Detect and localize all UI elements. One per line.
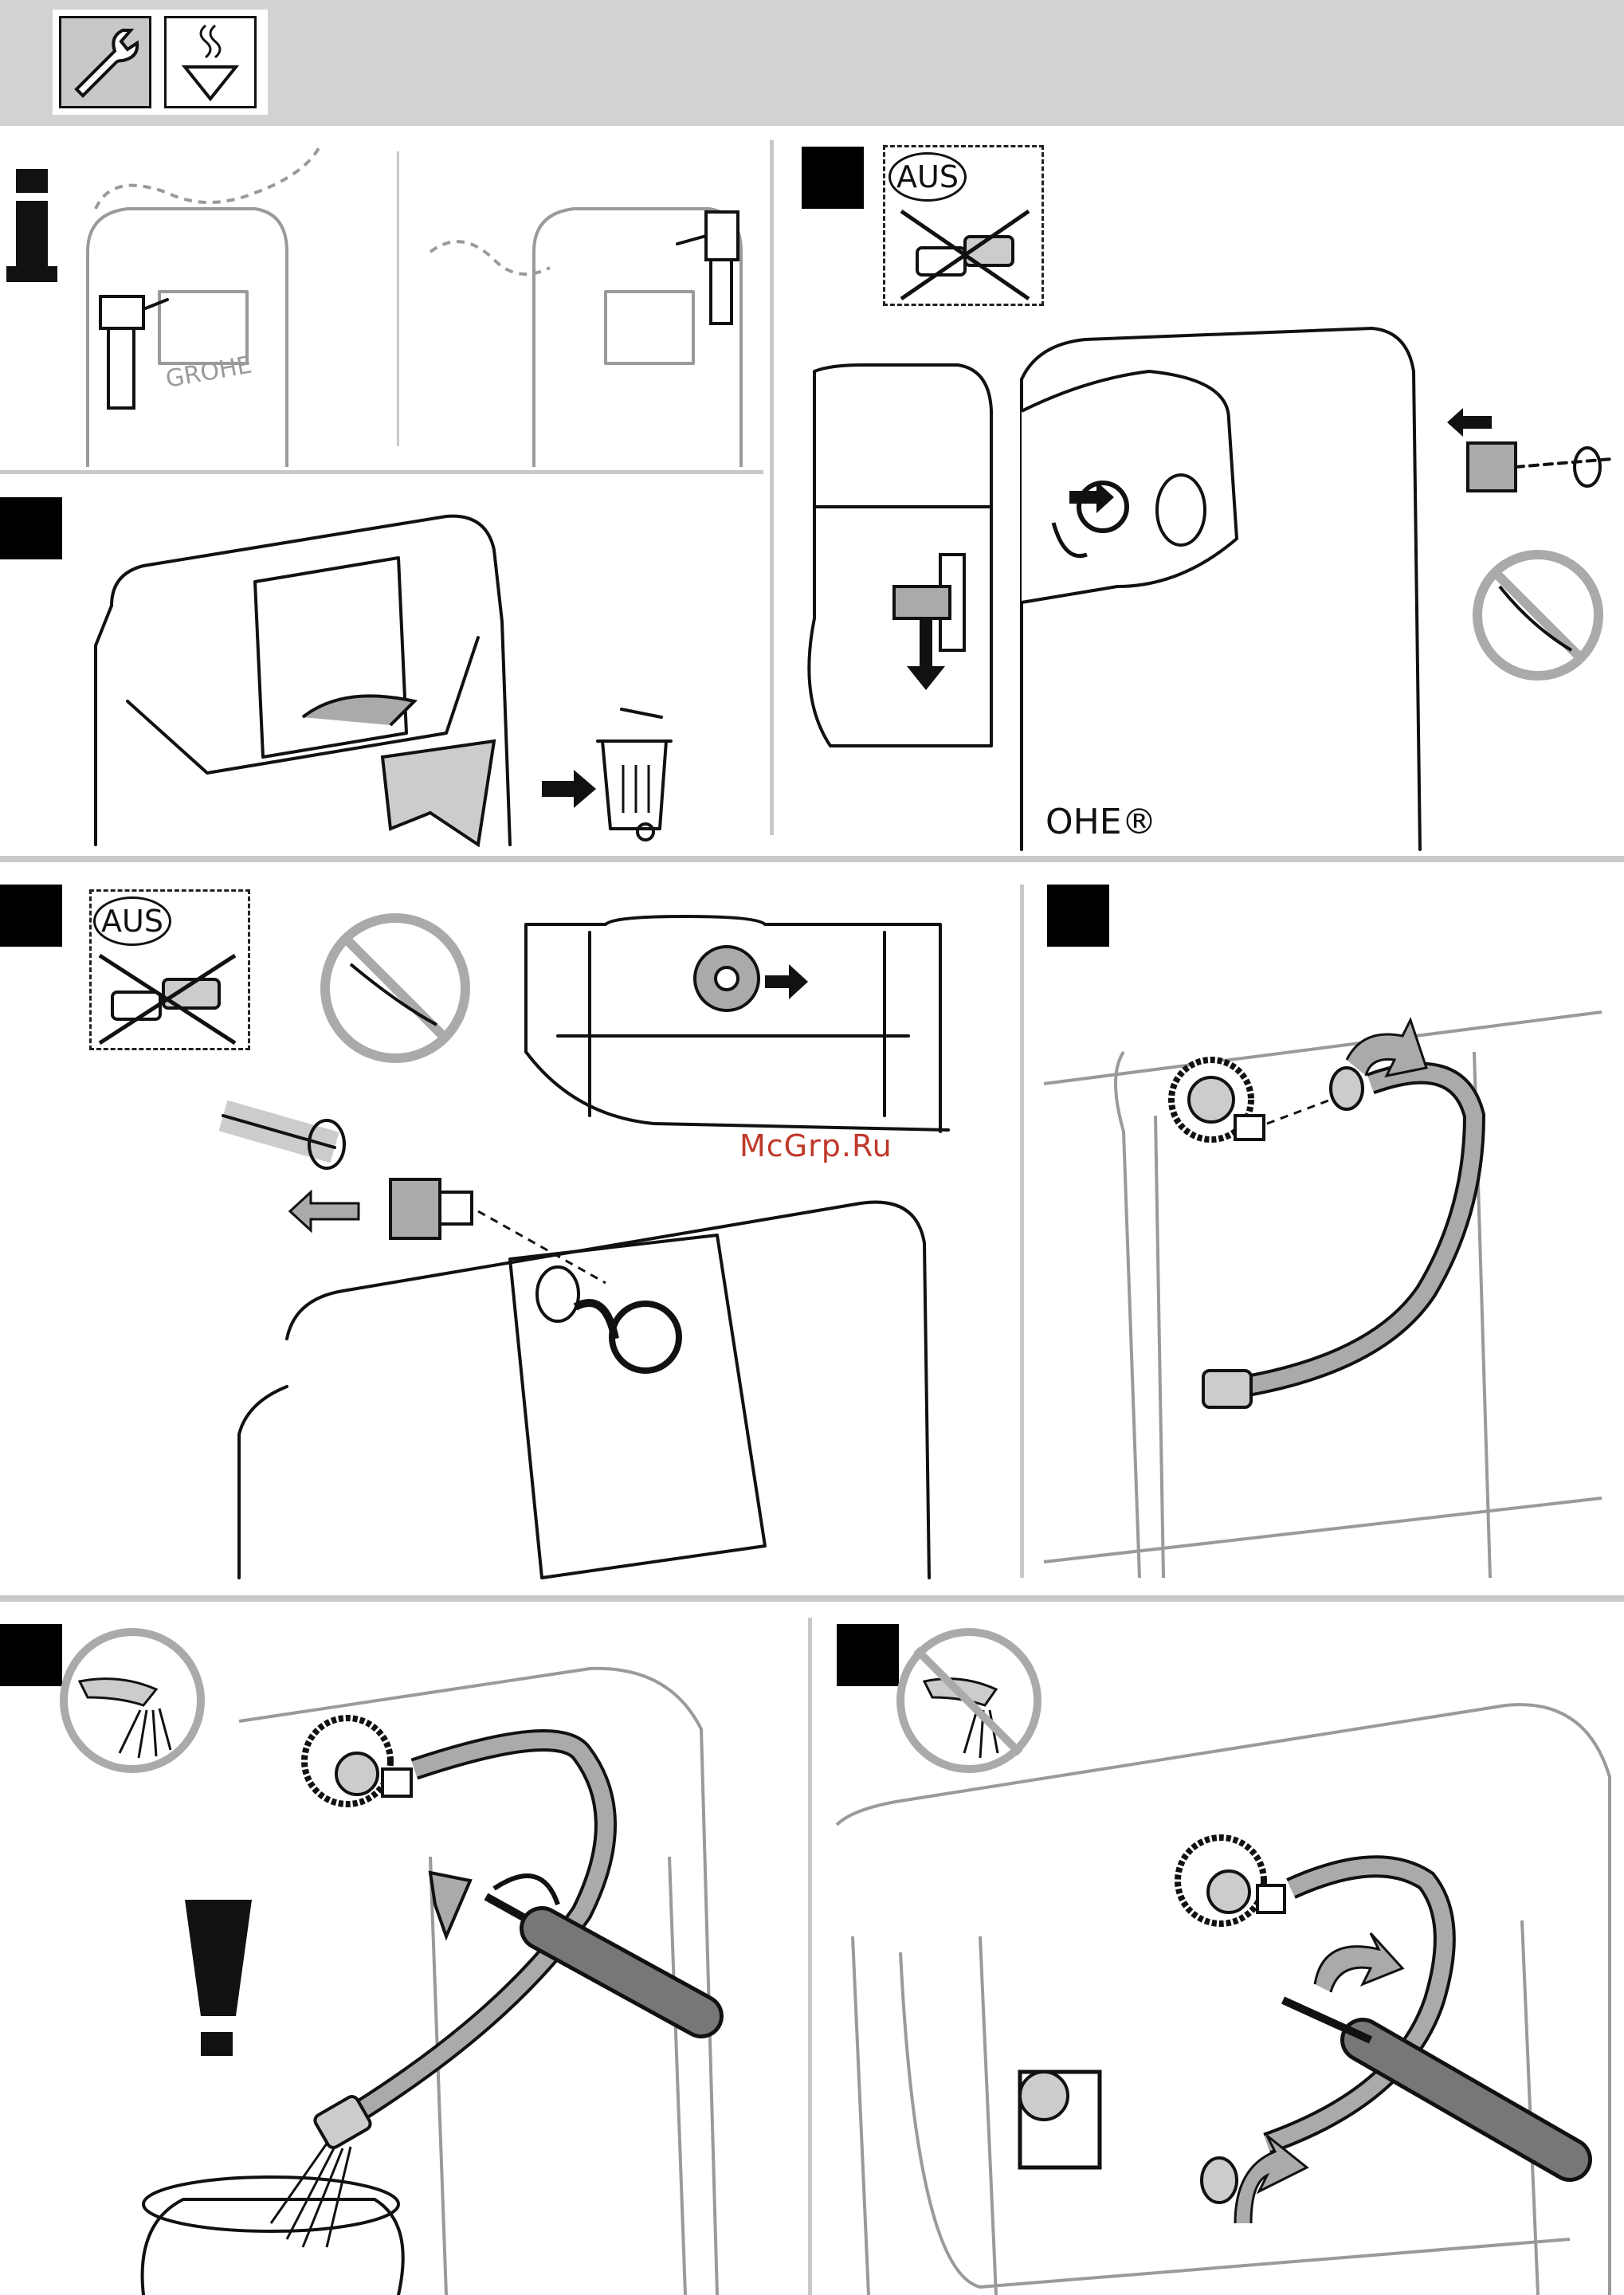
- panel-step-remove-packaging: [0, 478, 763, 837]
- flush-line-drawing: [0, 1618, 805, 2295]
- cistern-drawing-right: [0, 140, 763, 467]
- panel-step-hose-aus: AUS McGrp.Ru: [0, 877, 1017, 1578]
- separator: [1020, 885, 1024, 1578]
- reinstall-drawing: [821, 1618, 1624, 2295]
- water-supply-icon: [164, 16, 257, 108]
- separator: [808, 1618, 812, 2295]
- panel-step-reinstall: [821, 1618, 1624, 2295]
- no-wrench-icon: [783, 140, 1624, 849]
- panel-info: GROHE: [0, 140, 763, 467]
- header-icon-box: [53, 10, 268, 115]
- separator: [0, 470, 763, 474]
- panel-step-flush-line: [0, 1618, 805, 2295]
- hose-attach-drawing: [1028, 877, 1624, 1578]
- wrench-icon: [59, 16, 151, 108]
- separator: [0, 856, 1624, 862]
- trash-can-icon: [0, 478, 763, 837]
- watermark: McGrp.Ru: [739, 1128, 892, 1163]
- separator: [770, 140, 774, 835]
- panel-step-shutoff: AUS OHE®: [783, 140, 1624, 849]
- separator: [0, 1595, 1624, 1602]
- cistern-hose-connection-drawing: [0, 877, 1017, 1578]
- panel-step-attach-hose: [1028, 877, 1624, 1578]
